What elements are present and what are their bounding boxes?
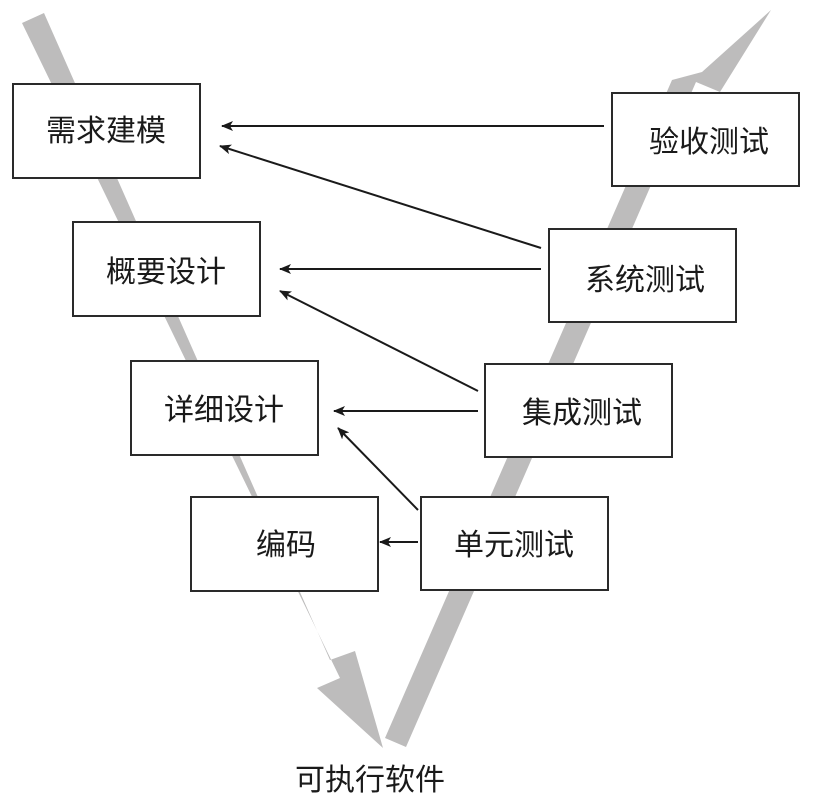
- box-label: 集成测试: [522, 396, 642, 431]
- link-arrows: [219, 121, 604, 547]
- link-arrow-unit-to-lld: [337, 427, 419, 511]
- box-integration-test: 集成测试: [484, 363, 673, 458]
- link-arrow-system-to-req: [219, 144, 542, 249]
- box-system-test: 系统测试: [548, 228, 737, 323]
- box-high-level-design: 概要设计: [72, 221, 261, 317]
- box-requirements-modeling: 需求建模: [12, 83, 201, 179]
- box-coding: 编码: [190, 496, 379, 592]
- box-label: 编码: [256, 528, 316, 563]
- box-unit-test: 单元测试: [420, 496, 609, 591]
- box-detailed-design: 详细设计: [130, 360, 319, 456]
- box-acceptance-test: 验收测试: [611, 92, 800, 187]
- box-label: 验收测试: [649, 125, 769, 160]
- box-label: 系统测试: [585, 263, 705, 298]
- box-label: 需求建模: [46, 114, 166, 149]
- executable-software-label: 可执行软件: [295, 763, 445, 798]
- box-label: 单元测试: [454, 528, 574, 563]
- link-arrow-integ-to-hld: [279, 290, 479, 392]
- box-label: 详细设计: [164, 393, 284, 428]
- box-label: 概要设计: [106, 255, 226, 290]
